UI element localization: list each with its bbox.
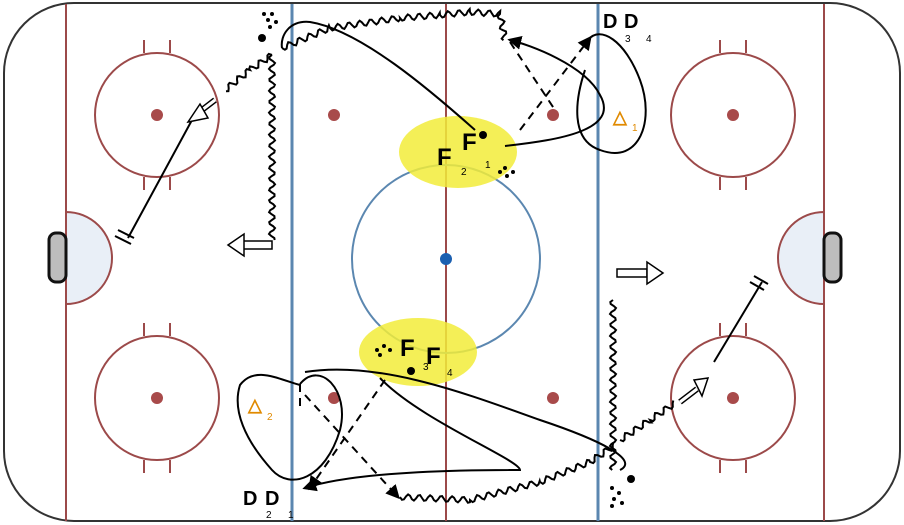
faceoff-circle-top-left [94,40,220,190]
player-bottom-d2-letter: D [243,488,257,510]
player-bottom-d1-sub: 1 [288,510,294,521]
puck-cluster-bottom-right [610,486,624,508]
puck-bottom-right-boards [627,475,635,483]
route-top-puck-carry-left [225,52,273,93]
center-dot [440,253,452,265]
player-bottom-d1-letter: D [265,488,279,510]
player-top-f2-sub: 2 [461,167,467,178]
goal-crease-right [777,210,825,306]
route-top-pass-2 [519,35,592,131]
route-top-d-skate [576,33,647,154]
puck-top-f1 [479,131,487,139]
puck-bottom-f3 [407,367,415,375]
net-right [822,231,843,284]
route-bottom-pass-3 [308,379,386,491]
cone-2-icon: △ [247,395,263,415]
cone-1-icon: △ [612,107,628,127]
cone-2-sub: 2 [267,412,273,423]
highlight-bottom-forwards [359,318,477,386]
faceoff-circle-bottom-left [94,323,220,473]
neutral-dot-bottom-right [547,392,559,404]
route-top-shot-tick-2 [114,235,132,245]
player-bottom-d2-sub: 2 [266,510,272,521]
puck-cluster-top-left [262,12,278,29]
route-bottom-puck-carry-vertical [608,299,618,471]
player-bottom-f3-sub: 3 [423,362,429,373]
route-bottom-puck-carry-right [619,400,675,443]
rink-boards [3,2,901,522]
player-top-d4-letter: D [624,11,638,33]
route-top-puck-carry-vertical [267,54,277,241]
player-top-f1-letter: F [462,129,477,156]
arrow-hollow-bottom-circle [678,377,710,405]
player-bottom-f3-letter: F [400,335,415,362]
player-top-f1-sub: 1 [485,160,491,171]
route-bottom-skate-to-d1 [302,377,522,492]
neutral-dot-bottom-left [328,392,340,404]
arrow-hollow-top-left [226,232,273,258]
route-top-puck-carry [281,6,508,51]
route-bottom-shot [713,281,763,363]
player-top-d3-letter: D [603,11,617,33]
route-bottom-pass-2 [304,394,400,500]
neutral-dot-top-left [328,109,340,121]
player-bottom-f4-letter: F [426,343,441,370]
faceoff-circle-top-right [670,40,796,190]
player-bottom-f4-sub: 4 [447,368,453,379]
puck-cluster-bottom-f [375,344,392,357]
route-bottom-shot-tick-1 [753,275,769,285]
route-bottom-d-loop [236,374,343,481]
puck-cluster-top-f [498,166,515,178]
cone-1-sub: 1 [632,123,638,134]
route-bottom-shot-tick-2 [749,281,765,291]
route-top-shot [127,119,193,239]
arrow-hollow-bottom-right [616,260,665,286]
player-top-f2-letter: F [437,144,452,171]
route-bottom-skate-long [304,368,627,471]
highlight-top-forwards [399,116,517,188]
player-top-d3-sub: 3 [625,34,631,45]
route-top-f1-skate [504,35,605,147]
goal-crease-left [65,210,113,306]
route-bottom-puck-carry [399,442,615,504]
route-top-shot-tick-1 [117,229,135,239]
neutral-dot-top-right [547,109,559,121]
player-top-d4-sub: 4 [646,34,652,45]
route-top-f2-skate [280,20,476,131]
puck-top-left-boards [258,34,266,42]
arrow-hollow-top-circle [186,97,217,124]
faceoff-circle-bottom-right [670,323,796,473]
net-left [47,231,68,284]
